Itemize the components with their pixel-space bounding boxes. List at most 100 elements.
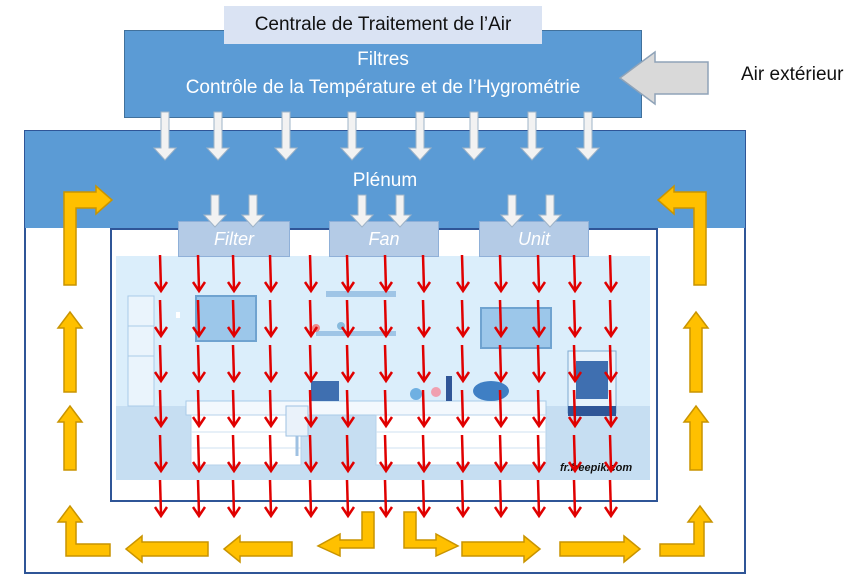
- downflow-arrow-icon: [158, 254, 163, 290]
- downflow-arrow-icon: [493, 281, 509, 294]
- downflow-arrow-icon: [158, 299, 163, 335]
- downflow-arrow-icon: [603, 461, 619, 474]
- downflow-arrow-icon: [460, 389, 465, 425]
- supply-arrow-icon: [202, 194, 228, 228]
- downflow-arrow-icon: [308, 299, 313, 335]
- downflow-arrow-icon: [378, 506, 394, 519]
- supply-arrow-icon: [537, 194, 563, 228]
- downflow-arrow-icon: [572, 434, 577, 470]
- downflow-arrow-icon: [308, 254, 313, 290]
- downflow-arrow-icon: [498, 299, 503, 335]
- return-air-arrow-icon: [124, 534, 209, 564]
- downflow-arrow-icon: [158, 479, 163, 515]
- downflow-arrow-icon: [493, 371, 509, 384]
- downflow-arrow-icon: [231, 299, 236, 335]
- downflow-arrow-icon: [383, 299, 388, 335]
- downflow-arrow-icon: [572, 479, 577, 515]
- downflow-arrow-icon: [340, 326, 356, 339]
- downflow-arrow-icon: [531, 461, 547, 474]
- downflow-arrow-icon: [383, 344, 388, 380]
- air-handling-unit: Filtres Contrôle de la Température et de…: [124, 30, 642, 118]
- downflow-arrow-icon: [383, 254, 388, 290]
- downflow-arrow-icon: [531, 506, 547, 519]
- downflow-arrow-icon: [498, 389, 503, 425]
- downflow-arrow-icon: [153, 416, 169, 429]
- downflow-arrow-icon: [572, 344, 577, 380]
- downflow-arrow-icon: [421, 479, 426, 515]
- downflow-arrow-icon: [196, 344, 201, 380]
- downflow-arrow-icon: [498, 434, 503, 470]
- downflow-arrow-icon: [421, 344, 426, 380]
- downflow-arrow-icon: [345, 434, 350, 470]
- laboratory-illustration: [116, 256, 650, 480]
- return-arrows: [56, 184, 714, 564]
- downflow-arrow-icon: [567, 371, 583, 384]
- downflow-arrow-icon: [536, 254, 541, 290]
- downflow-arrow-icon: [493, 506, 509, 519]
- downflow-arrow-icon: [263, 461, 279, 474]
- downflow-arrow-icon: [268, 479, 273, 515]
- downflow-arrow-icon: [196, 254, 201, 290]
- downflow-arrow-icon: [531, 281, 547, 294]
- downflow-arrow-icon: [268, 389, 273, 425]
- downflow-arrows: [153, 254, 619, 519]
- downflow-arrow-icon: [308, 389, 313, 425]
- downflow-arrow-icon: [567, 506, 583, 519]
- downflow-arrow-icon: [153, 371, 169, 384]
- supply-arrow-icon: [407, 111, 433, 161]
- downflow-arrow-icon: [498, 479, 503, 515]
- downflow-arrow-icon: [493, 416, 509, 429]
- downflow-arrow-icon: [303, 506, 319, 519]
- outside-air-label: Air extérieur: [741, 64, 844, 85]
- outside-air-arrow-icon: [618, 50, 709, 106]
- downflow-arrow-icon: [345, 254, 350, 290]
- downflow-arrow-icon: [303, 371, 319, 384]
- downflow-arrow-icon: [536, 479, 541, 515]
- downflow-arrow-icon: [567, 416, 583, 429]
- return-air-arrow-icon: [656, 184, 707, 286]
- downflow-arrow-icon: [308, 344, 313, 380]
- downflow-arrow-icon: [567, 281, 583, 294]
- downflow-arrow-icon: [191, 326, 207, 339]
- downflow-arrow-icon: [263, 506, 279, 519]
- downflow-arrow-icon: [231, 389, 236, 425]
- downflow-arrow-icon: [383, 434, 388, 470]
- supply-arrow-icon: [519, 111, 545, 161]
- downflow-arrow-icon: [268, 254, 273, 290]
- downflow-arrow-icon: [226, 326, 242, 339]
- downflow-arrow-icon: [345, 299, 350, 335]
- downflow-arrow-icon: [416, 461, 432, 474]
- downflow-arrow-icon: [383, 479, 388, 515]
- diagram-title: Centrale de Traitement de l’Air: [224, 6, 542, 44]
- downflow-arrow-icon: [231, 344, 236, 380]
- downflow-arrow-icon: [345, 479, 350, 515]
- downflow-arrow-icon: [455, 461, 471, 474]
- downflow-arrow-icon: [191, 371, 207, 384]
- downflow-arrow-icon: [603, 326, 619, 339]
- downflow-arrow-icon: [340, 281, 356, 294]
- downflow-arrow-icon: [191, 416, 207, 429]
- downflow-arrow-icon: [226, 281, 242, 294]
- laboratory-scene: [116, 256, 650, 480]
- downflow-arrow-icon: [460, 299, 465, 335]
- downflow-arrow-icon: [416, 281, 432, 294]
- downflow-arrow-icon: [378, 371, 394, 384]
- downflow-arrow-icon: [345, 389, 350, 425]
- downflow-arrow-icon: [493, 326, 509, 339]
- plenum: [25, 131, 745, 228]
- cta-line-control: Contrôle de la Température et de l’Hygro…: [185, 77, 581, 98]
- supply-arrows: [152, 111, 601, 228]
- supply-arrow-icon: [339, 111, 365, 161]
- downflow-arrow-icon: [263, 371, 279, 384]
- downflow-arrow-icon: [536, 389, 541, 425]
- return-air-arrow-icon: [222, 534, 293, 564]
- plenum-label: Plénum: [352, 170, 418, 191]
- downflow-arrow-icon: [455, 371, 471, 384]
- downflow-arrow-icon: [268, 434, 273, 470]
- downflow-arrow-icon: [572, 254, 577, 290]
- downflow-arrow-icon: [460, 479, 465, 515]
- downflow-arrow-icon: [340, 371, 356, 384]
- downflow-arrow-icon: [231, 434, 236, 470]
- downflow-arrow-icon: [263, 326, 279, 339]
